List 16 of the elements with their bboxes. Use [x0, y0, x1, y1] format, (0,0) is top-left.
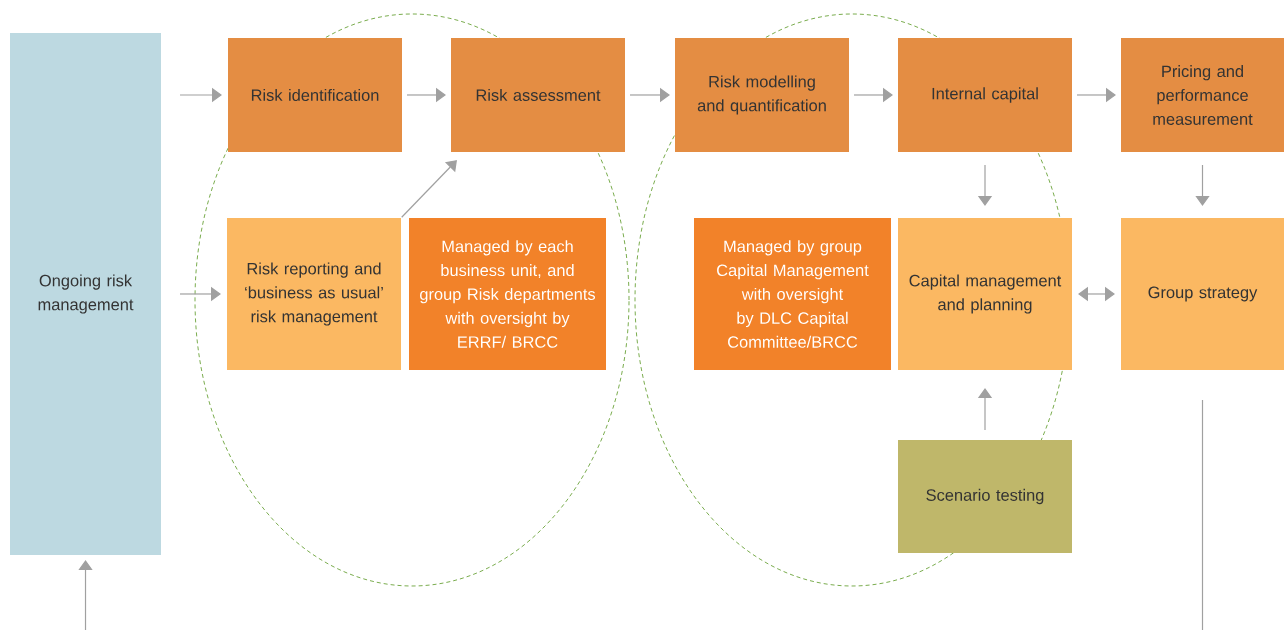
arrow [78, 560, 93, 630]
arrow [1078, 286, 1115, 302]
arrow [1195, 164, 1210, 206]
process-box: Capital management and planning [898, 218, 1072, 370]
process-box: Risk reporting and ‘business as usual’ risk management [227, 218, 401, 370]
process-box: Risk modelling and quantification [675, 38, 849, 152]
process-box: Pricing and performance measurement [1121, 38, 1284, 152]
side-bar: Ongoing risk management [10, 33, 161, 555]
note-box: Managed by each business unit, and group Risk departments with oversight by ERRF/ BRCC [409, 218, 606, 370]
process-box: Internal capital [898, 38, 1072, 152]
process-box: Group strategy [1121, 218, 1284, 370]
note-box: Managed by group Capital Management with oversight by DLC Capital Committee/BRCC [694, 218, 891, 370]
process-box: Scenario testing [898, 440, 1072, 553]
arrow [401, 160, 457, 218]
process-box: Risk identification [228, 38, 402, 152]
process-box: Risk assessment [451, 38, 625, 152]
